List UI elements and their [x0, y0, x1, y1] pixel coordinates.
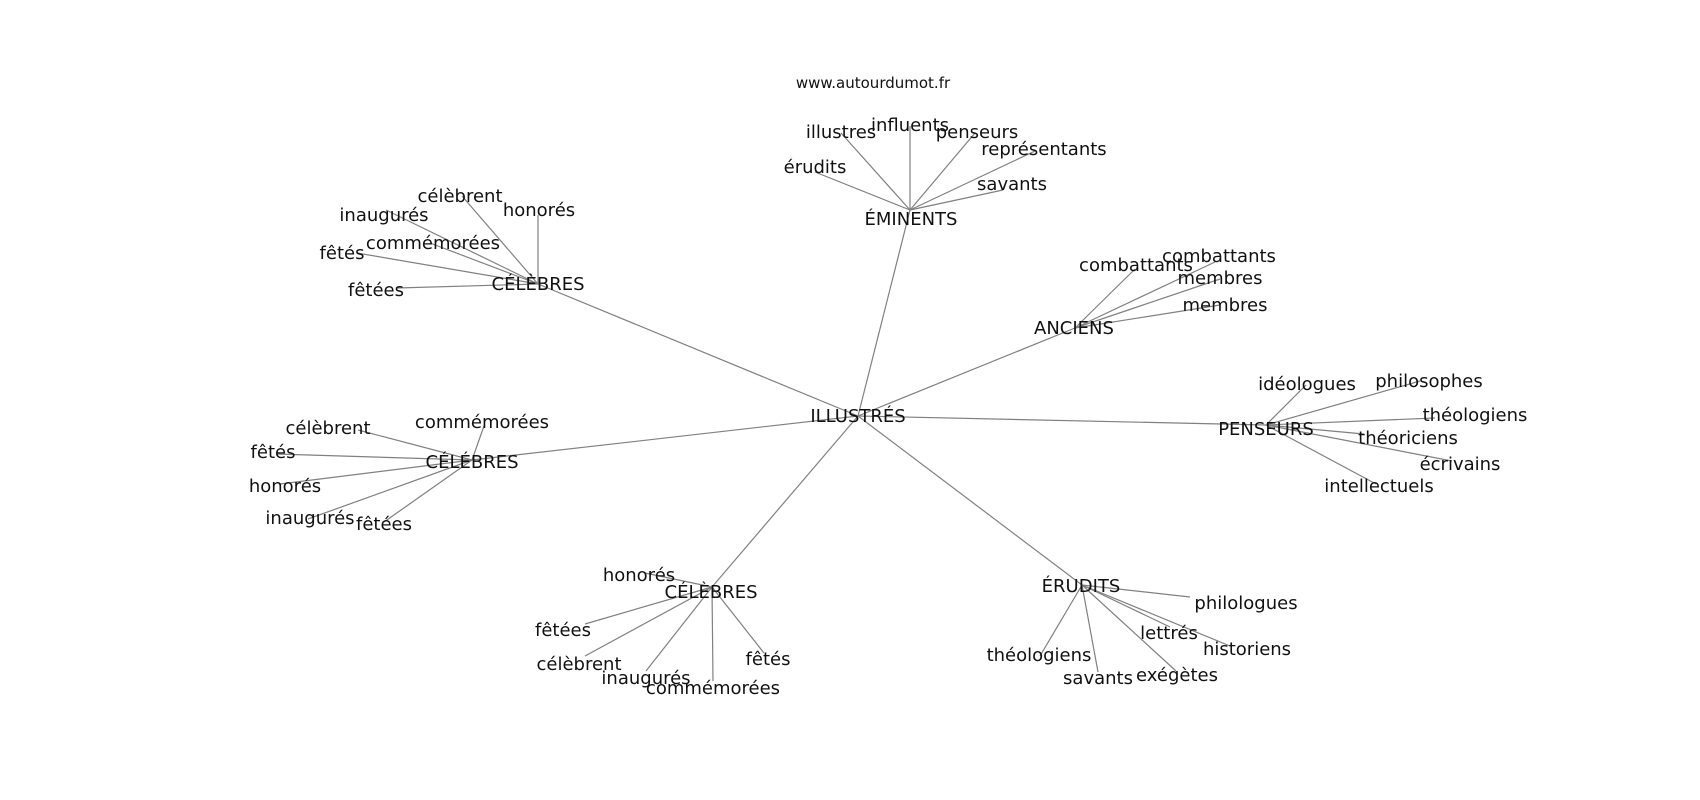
cluster-node: ÉRUDITS	[1042, 575, 1121, 597]
leaf-node: savants	[1063, 668, 1133, 689]
leaf-node: théoriciens	[1358, 428, 1458, 449]
leaf-edge	[909, 189, 1004, 211]
leaf-node: commémorées	[415, 412, 549, 433]
leaf-edge	[429, 242, 539, 285]
cluster-node: CÉLÈBRES	[492, 273, 585, 295]
leaf-edge	[461, 195, 539, 285]
leaf-edge	[711, 586, 714, 682]
leaf-edge	[1081, 584, 1099, 673]
leaf-node: philosophes	[1375, 371, 1483, 392]
leaf-node: membres	[1182, 295, 1267, 316]
leaf-edge	[840, 132, 911, 211]
leaf-node: exégètes	[1136, 665, 1218, 686]
leaf-edge	[584, 586, 713, 625]
center-edge	[857, 209, 911, 417]
cluster-node: ANCIENS	[1034, 318, 1114, 339]
center-edge	[537, 283, 859, 417]
leaf-node: inaugurés	[265, 508, 354, 529]
leaf-edge	[1074, 268, 1136, 329]
leaf-node: fêtées	[356, 514, 412, 535]
leaf-edge	[1081, 584, 1177, 672]
leaf-edge	[1265, 417, 1436, 426]
leaf-node: inaugurés	[601, 668, 690, 689]
leaf-edge	[1265, 424, 1453, 462]
leaf-edge	[1081, 584, 1171, 628]
leaf-edge	[279, 459, 473, 485]
site-credit: www.autourdumot.fr	[796, 74, 951, 92]
leaf-edge	[275, 453, 473, 461]
leaf-node: savants	[977, 174, 1047, 195]
leaf-edge	[644, 572, 713, 588]
leaf-node: inaugurés	[339, 205, 428, 226]
leaf-edge	[396, 283, 539, 289]
leaf-node: philologues	[1194, 593, 1297, 614]
leaf-node: célèbrent	[417, 186, 502, 207]
leaf-edge	[307, 459, 473, 520]
leaf-edge	[1265, 424, 1377, 485]
leaf-edge	[814, 171, 911, 211]
leaf-node: historiens	[1203, 639, 1291, 660]
center-edge	[857, 327, 1076, 417]
cluster-node: CÉLÈBRES	[665, 581, 758, 603]
cluster-node: PENSEURS	[1218, 419, 1314, 440]
leaf-edge	[1081, 584, 1191, 598]
leaf-node: fêtés	[251, 442, 296, 463]
leaf-edge	[383, 459, 473, 523]
center-edge	[857, 415, 1267, 426]
leaf-edge	[1265, 424, 1365, 435]
center-edge	[711, 415, 859, 588]
leaf-edge	[909, 150, 1036, 211]
leaf-node: intellectuels	[1324, 476, 1433, 497]
leaf-edge	[1265, 380, 1421, 426]
leaf-node: théologiens	[1423, 405, 1528, 426]
leaf-node: lettrés	[1140, 623, 1198, 644]
leaf-edge	[711, 586, 765, 654]
leaf-edge	[357, 429, 473, 461]
leaf-node: honorés	[249, 476, 321, 497]
leaf-edge	[909, 132, 976, 211]
leaf-edge	[1081, 584, 1231, 647]
leaf-node: influents	[871, 115, 949, 136]
leaf-node: honorés	[603, 565, 675, 586]
leaf-node: fêtées	[348, 280, 404, 301]
leaf-node: membres	[1177, 268, 1262, 289]
leaf-edge	[1039, 584, 1083, 657]
leaf-edge	[584, 586, 713, 657]
leaf-node: célèbrent	[285, 418, 370, 439]
leaf-edge	[471, 425, 485, 461]
leaf-node: penseurs	[936, 122, 1019, 143]
leaf-node: écrivains	[1420, 454, 1501, 475]
leaf-edge	[645, 586, 713, 672]
center-edge	[471, 415, 859, 461]
leaf-node: fêtées	[535, 620, 591, 641]
leaf-edge	[1265, 384, 1307, 426]
leaf-node: illustres	[806, 122, 876, 143]
leaf-node: commémorées	[366, 233, 500, 254]
cluster-node: CÉLÉBRES	[426, 451, 519, 473]
leaf-node: fêtés	[320, 243, 365, 264]
leaf-node: fêtés	[746, 649, 791, 670]
center-node: ILLUSTRÉS	[810, 405, 905, 427]
leaf-node: théologiens	[987, 645, 1092, 666]
leaf-node: commémorées	[646, 678, 780, 699]
leaf-edge	[1074, 278, 1221, 329]
leaf-node: célèbrent	[536, 654, 621, 675]
leaf-edge	[385, 209, 539, 285]
leaf-node: idéologues	[1258, 374, 1356, 395]
leaf-node: combattants	[1162, 246, 1276, 267]
leaf-edge	[356, 252, 539, 285]
edges	[275, 126, 1453, 682]
leaf-node: combattants	[1079, 255, 1193, 276]
cluster-node: ÉMINENTS	[865, 208, 958, 230]
leaf-node: érudits	[784, 157, 847, 178]
center-edge	[857, 415, 1083, 586]
leaf-node: honorés	[503, 200, 575, 221]
leaf-node: représentants	[981, 139, 1106, 160]
leaf-edge	[1074, 304, 1221, 329]
labels: ILLUSTRÉS ÉMINENTS érudits illustresinflue…	[249, 115, 1528, 699]
leaf-edge	[1074, 261, 1216, 329]
